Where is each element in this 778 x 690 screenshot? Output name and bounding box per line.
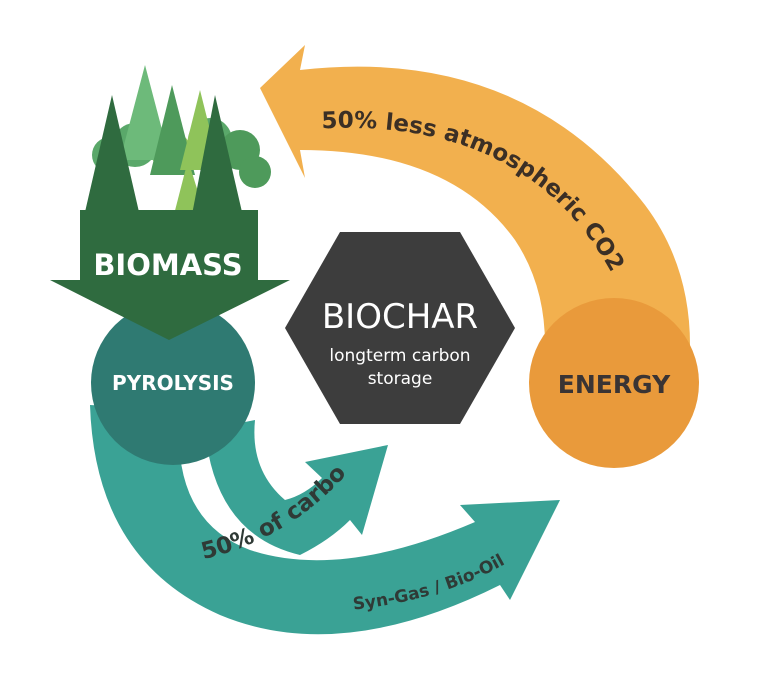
biomass-arrow: BIOMASS — [50, 210, 290, 340]
carbon-arrow — [205, 420, 388, 555]
co2-return-arrow — [260, 45, 690, 345]
energy-node: ENERGY — [529, 298, 699, 468]
biochar-title: BIOCHAR — [322, 297, 478, 337]
forest-illustration — [82, 65, 271, 230]
pyrolysis-label: PYROLYSIS — [112, 371, 234, 395]
energy-label: ENERGY — [558, 370, 671, 399]
syngas-arrow — [90, 405, 560, 635]
biochar-node: BIOCHAR longterm carbon storage — [285, 232, 515, 424]
pyrolysis-node: PYROLYSIS — [91, 301, 255, 465]
biochar-subtitle-line2: storage — [368, 369, 433, 389]
biochar-subtitle-line1: longterm carbon — [329, 346, 470, 366]
biomass-label: BIOMASS — [93, 248, 242, 282]
